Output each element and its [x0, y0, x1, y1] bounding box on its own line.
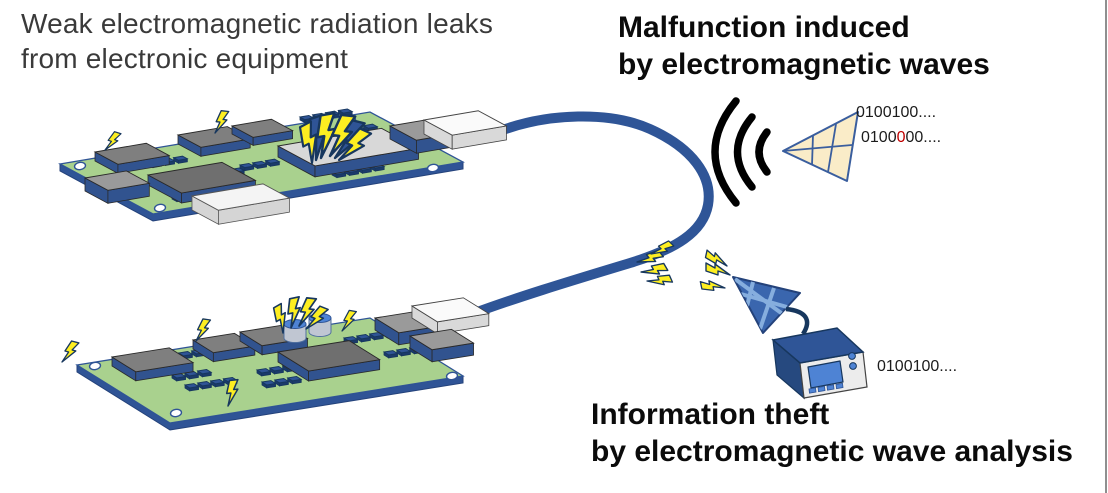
lightning-bolt-icon	[337, 127, 373, 162]
scope-knob	[848, 352, 856, 360]
binary-theft-line: 0100100....	[877, 358, 958, 375]
cable-emission-bolts	[636, 240, 675, 286]
binary-malfunction-text: 0100100.... 0100000....	[856, 100, 941, 150]
binary-malfunction-line2: 0100000....	[856, 125, 941, 150]
oscilloscope-icon	[771, 306, 868, 400]
lightning-bolt-icon	[705, 262, 731, 276]
paper-plane-icon	[782, 111, 859, 182]
lightning-bolt-icon	[272, 302, 286, 334]
binary-prefix: 0100	[861, 129, 897, 146]
scope-button	[817, 385, 826, 393]
lightning-bolt-icon	[225, 378, 239, 407]
circuit-board-top-icon	[58, 108, 508, 225]
caption-theft: Information theft by electromagnetic wav…	[591, 396, 1073, 470]
lightning-bolt-icon	[316, 111, 337, 160]
lightning-bolt-icon	[699, 280, 726, 292]
lightning-bolt-icon	[305, 305, 329, 330]
lightning-bolt-icon	[298, 120, 318, 165]
lightning-bolt-icon	[640, 262, 669, 275]
lightning-bolt-icon	[298, 297, 318, 327]
caption-malfunction: Malfunction induced by electromagnetic w…	[618, 9, 990, 83]
binary-malfunction-line1: 0100100....	[856, 104, 937, 121]
binary-suffix: 00....	[905, 129, 942, 146]
caption-leak-line2: from electronic equipment	[21, 43, 349, 74]
scope-button	[835, 382, 844, 390]
lightning-bolt-icon	[328, 113, 357, 158]
lightning-bolt-icon	[287, 295, 302, 329]
lightning-bolt-icon	[104, 131, 122, 151]
caption-theft-line1: Information theft	[591, 398, 830, 431]
lightning-bolt-icon	[646, 274, 674, 286]
lightning-bolt-icon	[61, 340, 80, 363]
binary-theft-text: 0100100....	[877, 354, 957, 379]
sound-waves-icon	[711, 97, 771, 207]
caption-leak: Weak electromagnetic radiation leaks fro…	[21, 6, 493, 76]
caption-leak-line1: Weak electromagnetic radiation leaks	[21, 8, 494, 39]
caption-theft-line2: by electromagnetic wave analysis	[591, 435, 1073, 468]
lightning-bolt-icon	[704, 249, 728, 267]
scope-button	[808, 387, 817, 394]
usb-cable-icon	[467, 111, 714, 319]
scope-button	[826, 384, 835, 391]
lightning-bolt-icon	[341, 309, 358, 332]
lightning-bolt-icon	[195, 318, 212, 342]
circuit-board-bottom-icon	[61, 295, 491, 431]
scope-knob	[849, 362, 857, 370]
caption-malfunction-line1: Malfunction induced	[618, 11, 910, 44]
lightning-bolt-icon	[650, 240, 675, 255]
lightning-bolt-icon	[214, 110, 230, 134]
horn-antenna-icon	[699, 249, 801, 334]
frame-right-border	[1105, 0, 1107, 493]
binary-error-bit: 0	[896, 129, 906, 146]
caption-malfunction-line2: by electromagnetic waves	[618, 48, 990, 81]
scope-screen	[807, 360, 844, 389]
